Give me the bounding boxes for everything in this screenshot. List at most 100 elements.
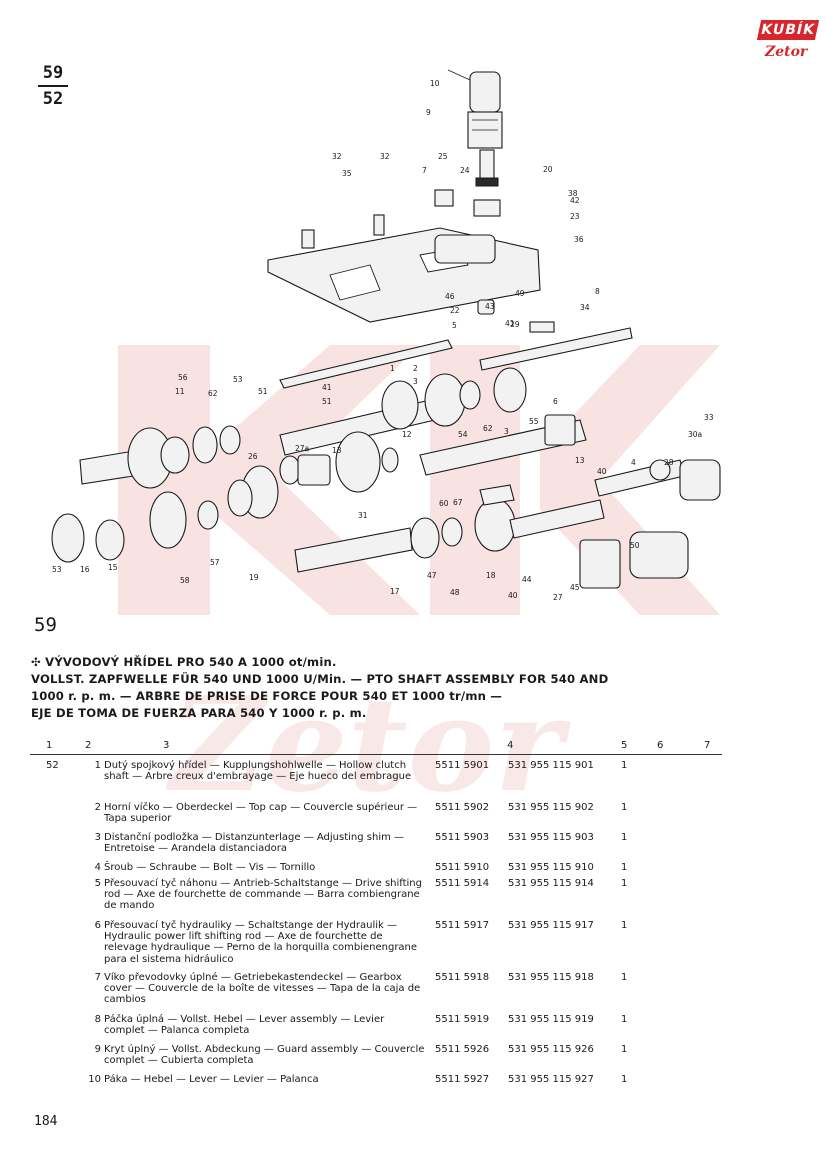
title-line-4: EJE DE TOMA DE FUERZA PARA 540 Y 1000 r.…: [31, 706, 367, 720]
code-cell: 5511 5927: [435, 1074, 490, 1085]
code-cell: 5511 5918: [435, 972, 490, 983]
part-number-cell: 531 955 115 914: [508, 878, 594, 889]
table-row: 3 Distanční podložka — Distanzunterlage …: [30, 832, 730, 862]
part-callout-41: 41: [505, 319, 515, 328]
part-callout-26: 26: [248, 452, 258, 461]
part-callout-41: 41: [322, 383, 332, 392]
page-reference: 59 52: [38, 62, 68, 110]
desc-cell: Páka — Hebel — Lever — Levier — Palanca: [104, 1074, 319, 1085]
qty-cell: 1: [621, 920, 628, 931]
desc-cell: Distanční podložka — Distanzunterlage — …: [104, 832, 405, 855]
desc-cell: Dutý spojkový hřídel — Kupplungshohlwell…: [104, 760, 412, 783]
part-callout-7: 7: [422, 166, 427, 175]
part-callout-42: 42: [570, 196, 580, 205]
ref-cell: 52: [46, 760, 59, 771]
part-callout-1: 1: [390, 364, 395, 373]
part-callout-15: 15: [108, 563, 118, 572]
part-callout-18: 18: [486, 571, 496, 580]
part-callout-53: 53: [233, 375, 243, 384]
figure-number: 59: [34, 614, 57, 636]
part-callout-35: 35: [342, 169, 352, 178]
section-title: ✣ VÝVODOVÝ HŘÍDEL PRO 540 A 1000 ot/min.…: [31, 654, 731, 722]
part-callout-38: 38: [568, 189, 578, 198]
pos-cell: 9: [94, 1044, 101, 1055]
table-header: 1 2 3 4 5 6 7: [30, 740, 722, 755]
table-row: 9 Kryt úplný — Vollst. Abdeckung — Guard…: [30, 1044, 730, 1074]
table-row: 10 Páka — Hebel — Lever — Levier — Palan…: [30, 1074, 730, 1090]
part-callout-46: 46: [445, 292, 455, 301]
part-callout-6: 6: [553, 397, 558, 406]
part-callout-3: 3: [504, 427, 509, 436]
col-header-5: 5: [621, 740, 628, 751]
part-callout-58: 58: [180, 576, 190, 585]
qty-cell: 1: [621, 802, 628, 813]
table-row: 5 Přesouvací tyč náhonu — Antrieb-Schalt…: [30, 878, 730, 920]
code-cell: 5511 5901: [435, 760, 490, 771]
shifting-rods: [279, 299, 633, 389]
part-callout-57: 57: [210, 558, 220, 567]
qty-cell: 1: [621, 972, 628, 983]
part-callout-5: 5: [452, 321, 457, 330]
part-callout-51: 51: [322, 397, 332, 406]
part-callout-62: 62: [208, 389, 218, 398]
guard-assembly: [447, 69, 503, 217]
desc-cell: Kryt úplný — Vollst. Abdeckung — Guard a…: [104, 1044, 425, 1067]
part-callout-67: 67: [453, 498, 463, 507]
part-callout-34: 34: [580, 303, 590, 312]
page-ref-bottom: 52: [42, 89, 64, 109]
table-row: 52 1 Dutý spojkový hřídel — Kupplungshoh…: [30, 760, 730, 802]
title-line-2: VOLLST. ZAPFWELLE FÜR 540 UND 1000 U/Min…: [31, 672, 609, 686]
page-ref-top: 59: [42, 63, 64, 83]
desc-cell: Víko převodovky úplné — Getriebekastende…: [104, 972, 421, 1006]
code-cell: 5511 5910: [435, 862, 490, 873]
part-callout-60: 60: [439, 499, 449, 508]
part-callout-44: 44: [522, 575, 532, 584]
qty-cell: 1: [621, 1074, 628, 1085]
col-header-4: 4: [507, 740, 514, 751]
part-number-cell: 531 955 115 919: [508, 1014, 594, 1025]
part-callout-13: 13: [332, 446, 342, 455]
part-callout-22: 22: [450, 306, 460, 315]
part-number-cell: 531 955 115 917: [508, 920, 594, 931]
pos-cell: 7: [94, 972, 101, 983]
qty-cell: 1: [621, 862, 628, 873]
part-callout-12: 12: [402, 430, 412, 439]
main-shafts: [51, 367, 721, 589]
pos-cell: 8: [94, 1014, 101, 1025]
part-callout-4: 4: [631, 458, 636, 467]
col-header-7: 7: [704, 740, 711, 751]
code-cell: 5511 5926: [435, 1044, 490, 1055]
code-cell: 5511 5919: [435, 1014, 490, 1025]
part-number-cell: 531 955 115 926: [508, 1044, 594, 1055]
gearbox-cover: [267, 189, 541, 323]
part-callout-29: 29: [510, 320, 520, 329]
part-callout-54: 54: [458, 430, 468, 439]
logo-brand: KUBÍK: [756, 20, 820, 40]
part-callout-24: 24: [460, 166, 470, 175]
part-callout-9: 9: [426, 108, 431, 117]
pos-cell: 6: [94, 920, 101, 931]
part-callout-30a: 30a: [688, 430, 702, 439]
qty-cell: 1: [621, 760, 628, 771]
col-header-1: 1: [46, 740, 53, 751]
table-row: 2 Horní víčko — Oberdeckel — Top cap — C…: [30, 802, 730, 832]
part-callout-23: 23: [570, 212, 580, 221]
desc-cell: Přesouvací tyč hydrauliky — Schaltstange…: [104, 920, 418, 965]
desc-cell: Šroub — Schraube — Bolt — Vis — Tornillo: [104, 862, 316, 873]
part-number-cell: 531 955 115 910: [508, 862, 594, 873]
part-callout-32: 32: [332, 152, 342, 161]
desc-cell: Páčka úplná — Vollst. Hebel — Lever asse…: [104, 1014, 385, 1037]
code-cell: 5511 5914: [435, 878, 490, 889]
part-callout-36: 36: [574, 235, 584, 244]
part-callout-28: 28: [664, 458, 674, 467]
parts-table: 52 1 Dutý spojkový hřídel — Kupplungshoh…: [30, 760, 730, 1090]
part-callout-13: 13: [575, 456, 585, 465]
part-callout-8: 8: [595, 287, 600, 296]
part-callout-2: 2: [413, 364, 418, 373]
qty-cell: 1: [621, 878, 628, 889]
part-callout-20: 20: [543, 165, 553, 174]
part-number-cell: 531 955 115 903: [508, 832, 594, 843]
part-callout-45: 45: [570, 583, 580, 592]
part-callout-43: 43: [485, 302, 495, 311]
